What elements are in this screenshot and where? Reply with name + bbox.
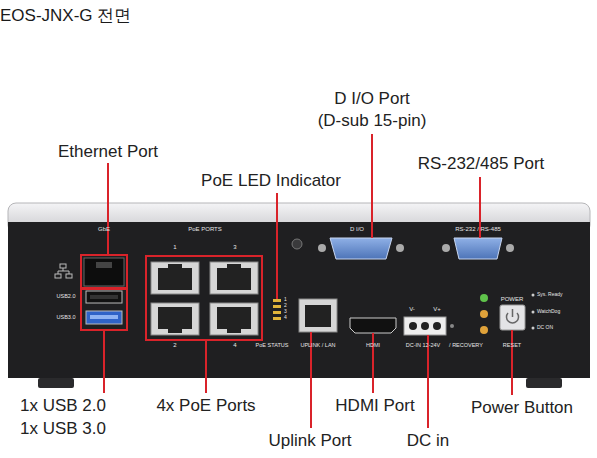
pin-name: V- bbox=[409, 306, 415, 313]
led-number: 2 bbox=[284, 303, 287, 309]
callout-label: RS-232/485 Port bbox=[418, 154, 545, 174]
panel-text: PoE STATUS bbox=[256, 342, 289, 348]
rj45-port bbox=[84, 258, 124, 286]
callout-label: DC in bbox=[407, 431, 450, 451]
led-text: WatchDog bbox=[537, 309, 560, 315]
panel-text: GbE bbox=[98, 226, 110, 233]
port-number: 4 bbox=[233, 342, 236, 349]
uplink-port bbox=[299, 299, 337, 332]
screw bbox=[442, 244, 450, 252]
diagram-title: EOS-JNX-G 전면 bbox=[0, 6, 131, 26]
dsub15-port bbox=[330, 238, 392, 259]
status-led bbox=[480, 310, 488, 318]
poe-ports bbox=[151, 262, 258, 335]
hdmi-port bbox=[350, 318, 396, 333]
port-number: 3 bbox=[233, 244, 236, 251]
callout-label: D I/O Port bbox=[334, 89, 410, 109]
led-number: 1 bbox=[284, 297, 287, 303]
led-text: DC ON bbox=[537, 325, 553, 331]
network-icon bbox=[55, 264, 72, 278]
callout-label: Ethernet Port bbox=[58, 142, 158, 162]
dc-terminal bbox=[404, 317, 446, 335]
power-symbol bbox=[507, 309, 519, 323]
power-button bbox=[500, 305, 525, 330]
usb3-port bbox=[86, 311, 122, 324]
callout-label: HDMI Port bbox=[335, 396, 414, 416]
highlight-box bbox=[81, 255, 262, 340]
panel-text: RS-232 / RS-485 bbox=[455, 226, 501, 233]
recovery-hole bbox=[450, 324, 454, 328]
foot bbox=[38, 378, 74, 388]
callout-label: Power Button bbox=[471, 398, 573, 418]
led-text: Sys. Ready bbox=[537, 292, 563, 298]
panel-text: / RECOVERY bbox=[449, 342, 483, 348]
panel-text: USB2.0 bbox=[57, 293, 76, 299]
usb-tongue bbox=[90, 295, 118, 299]
screw bbox=[318, 244, 326, 252]
callout-label: 1x USB 2.0 bbox=[20, 396, 106, 416]
panel-text: UPLINK / LAN bbox=[300, 342, 335, 348]
rj45-latch bbox=[96, 262, 112, 268]
poe-leds bbox=[273, 299, 281, 320]
usb-tongue bbox=[90, 315, 118, 319]
callout-label: 1x USB 3.0 bbox=[20, 419, 106, 439]
led-number: 3 bbox=[284, 309, 287, 315]
panel-text: DC-IN 12-24V bbox=[406, 342, 441, 348]
panel-text: POWER bbox=[501, 296, 524, 303]
status-led bbox=[480, 326, 488, 334]
port-number: 2 bbox=[173, 342, 176, 349]
port-number: 1 bbox=[173, 244, 176, 251]
foot bbox=[526, 378, 562, 388]
dsub9-port bbox=[454, 238, 502, 259]
status-led bbox=[480, 294, 488, 302]
callout-label: PoE LED Indicator bbox=[201, 171, 341, 191]
uplink-socket bbox=[305, 305, 331, 327]
panel-text: USB3.0 bbox=[57, 314, 76, 320]
usb2-port bbox=[86, 291, 122, 303]
callout-label: 4x PoE Ports bbox=[156, 396, 255, 416]
panel-text: RESET bbox=[503, 342, 521, 348]
panel-text: HDMI bbox=[366, 342, 380, 348]
front-panel bbox=[8, 222, 590, 378]
panel-text: PoE PORTS bbox=[188, 226, 222, 233]
led-number: 4 bbox=[284, 315, 287, 321]
panel-text: D I/O bbox=[350, 226, 364, 233]
leader-line bbox=[104, 134, 512, 428]
pin-name: V+ bbox=[433, 306, 441, 313]
screw bbox=[506, 244, 514, 252]
screw bbox=[396, 244, 404, 252]
screw bbox=[292, 239, 302, 249]
callout-label: (D-sub 15-pin) bbox=[318, 111, 427, 131]
callout-label: Uplink Port bbox=[268, 431, 351, 451]
